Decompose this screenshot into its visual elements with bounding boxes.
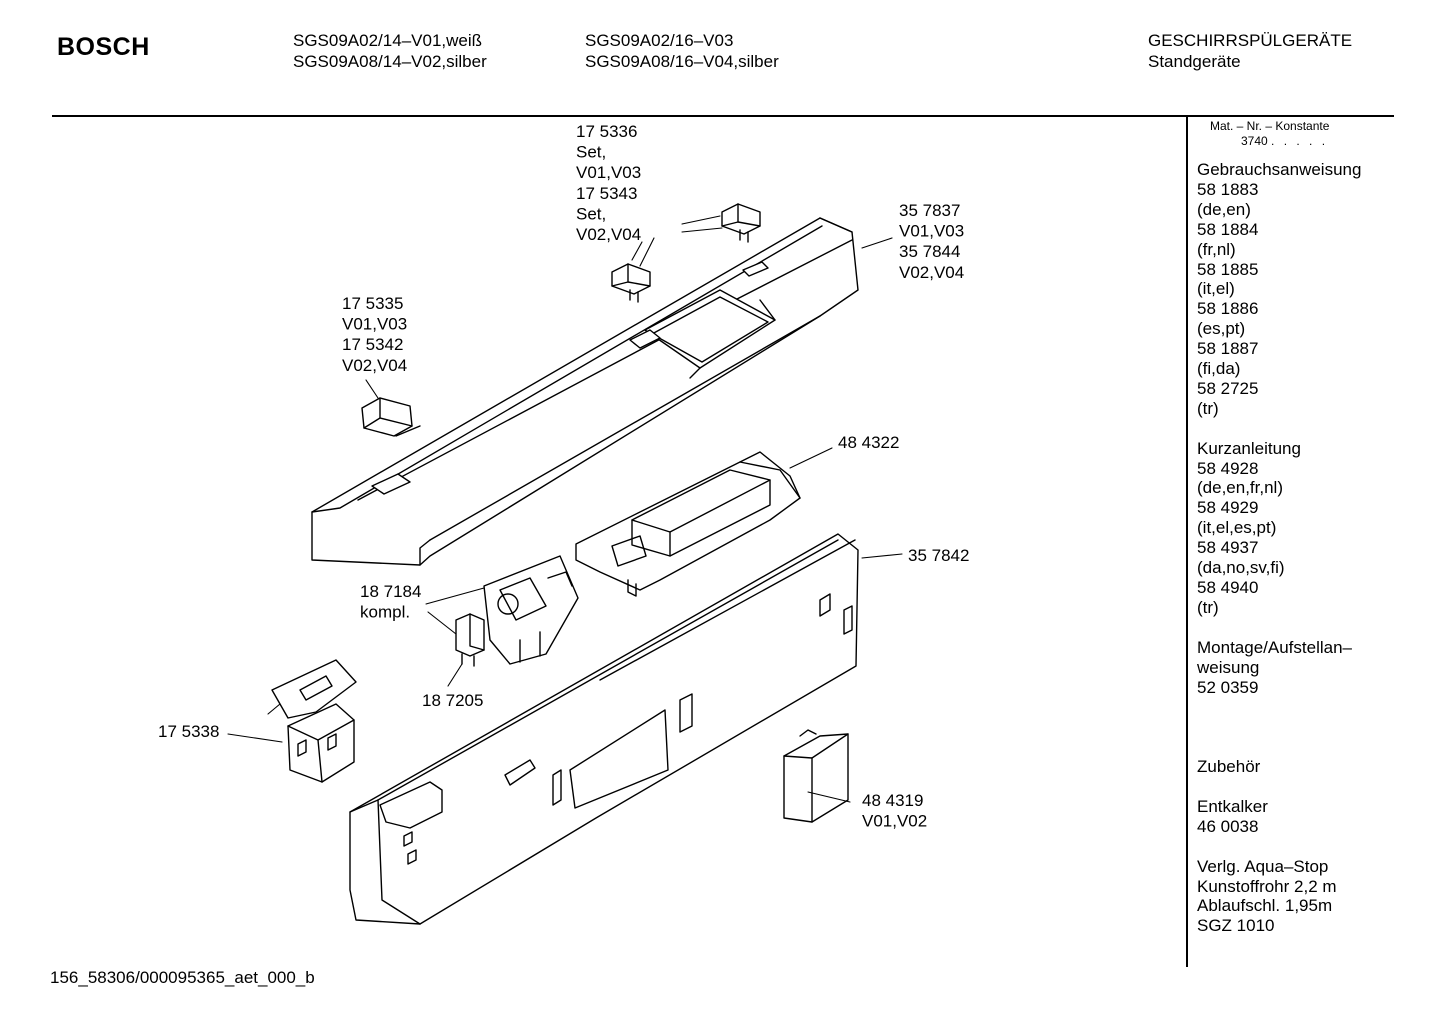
sidebar-line: (fr,nl) [1197, 239, 1236, 259]
model-item: SGS09A02/16–V03 [585, 31, 734, 50]
sidebar-divider [1186, 116, 1188, 967]
knob-set-part [611, 203, 761, 303]
sidebar-line: 46 0038 [1197, 816, 1259, 836]
label-line: 48 4319 [862, 791, 923, 810]
category-line: GESCHIRRSPÜLGERÄTE [1148, 31, 1353, 50]
sidebar-line: 58 1886 [1197, 299, 1259, 319]
sidebar-line: (tr) [1197, 398, 1219, 418]
sidebar-list: Gebrauchsanweisung 58 1883 (de,en) 58 18… [1197, 160, 1387, 956]
label-line: 17 5335 [342, 294, 403, 313]
header-divider [52, 115, 1394, 117]
label-line: V01,V03 [342, 315, 407, 334]
sidebar-line: (da,no,sv,fi) [1197, 558, 1285, 578]
sidebar-line: Zubehör [1197, 757, 1261, 777]
relay-17-5338-part [271, 659, 357, 783]
sidebar-line: 58 1884 [1197, 219, 1259, 239]
sidebar-line: 58 2725 [1197, 378, 1259, 398]
model-list-2: SGS09A02/16–V03 SGS09A08/16–V04,silber [585, 30, 779, 72]
sidebar-group-manual: Gebrauchsanweisung 58 1883 (de,en) 58 18… [1197, 160, 1387, 419]
sidebar-group-aquastop: Verlg. Aqua–Stop Kunstoffrohr 2,2 m Abla… [1197, 857, 1387, 937]
category-line: Standgeräte [1148, 52, 1241, 71]
exploded-parts-drawing: 17 5336 Set, V01,V03 17 5343 Set, V02,V0… [158, 122, 969, 925]
sidebar-line: SGZ 1010 [1197, 916, 1275, 936]
sidebar-group-spacer [1197, 717, 1387, 737]
sidebar-group-descaler: Entkalker 46 0038 [1197, 797, 1387, 837]
sidebar-line [1197, 717, 1387, 737]
module-48-4319-part [783, 729, 849, 823]
sidebar-line: 58 4940 [1197, 578, 1259, 598]
label-line: kompl. [360, 603, 410, 622]
mat-value: 3740 [1241, 134, 1268, 148]
label-line: Set, [576, 143, 606, 162]
model-list-1: SGS09A02/14–V01,weiß SGS09A08/14–V02,sil… [293, 30, 487, 72]
label-switch-small: 18 7205 [422, 691, 483, 710]
sidebar-line: Verlg. Aqua–Stop [1197, 856, 1329, 876]
sidebar-line: 58 1887 [1197, 339, 1259, 359]
switch-18-7205-part [455, 613, 485, 667]
housing-35-7842-part [349, 533, 859, 925]
sidebar-line: Montage/Aufstellan– [1197, 637, 1352, 657]
module-48-4322-part [575, 451, 801, 597]
button-part [361, 397, 421, 437]
category-title: GESCHIRRSPÜLGERÄTE Standgeräte [1148, 30, 1352, 72]
mat-header: Mat. – Nr. – Konstante [1210, 119, 1330, 133]
sidebar-line: (tr) [1197, 597, 1219, 617]
sidebar-group-accessories: Zubehör [1197, 757, 1387, 777]
sidebar-line: Entkalker [1197, 796, 1268, 816]
label-line: 17 5342 [342, 335, 403, 354]
label-module-48-4319: 48 4319 V01,V02 [862, 791, 928, 831]
label-knob-set: 17 5336 Set, V01,V03 17 5343 Set, V02,V0… [576, 122, 646, 244]
label-housing: 35 7842 [908, 546, 969, 565]
label-button: 17 5335 V01,V03 17 5342 V02,V04 [342, 294, 412, 375]
part-labels: 17 5336 Set, V01,V03 17 5343 Set, V02,V0… [158, 122, 969, 831]
label-line: V01,V03 [576, 163, 641, 182]
sidebar-group-quickguide: Kurzanleitung 58 4928 (de,en,fr,nl) 58 4… [1197, 439, 1387, 618]
sidebar-line: 58 4929 [1197, 498, 1259, 518]
label-line: 18 7184 [360, 582, 421, 601]
label-line: 35 7844 [899, 242, 960, 261]
model-item: SGS09A08/16–V04,silber [585, 52, 779, 71]
sidebar-line: 58 1883 [1197, 179, 1259, 199]
label-relay: 17 5338 [158, 722, 219, 741]
sidebar-line: 58 4928 [1197, 458, 1259, 478]
label-line: 35 7837 [899, 201, 960, 220]
sidebar-line: (it,el) [1197, 279, 1235, 299]
leader-lines [227, 215, 903, 803]
label-line: 17 5343 [576, 184, 637, 203]
label-line: Set, [576, 204, 606, 223]
label-switch: 18 7184 kompl. [360, 582, 426, 622]
sidebar-line: Gebrauchsanweisung [1197, 160, 1362, 179]
label-line: V02,V04 [342, 356, 407, 375]
sidebar-line: (de,en,fr,nl) [1197, 478, 1283, 498]
sidebar-line: Ablaufschl. 1,95m [1197, 896, 1333, 916]
sidebar-line: (fi,da) [1197, 359, 1241, 379]
switch-18-7184-part [483, 555, 579, 665]
brand-logo: BOSCH [57, 33, 150, 61]
sidebar-line: (de,en) [1197, 199, 1251, 219]
label-module-48-4322: 48 4322 [838, 433, 899, 452]
label-line: V01,V02 [862, 812, 927, 831]
sidebar-line: 58 4937 [1197, 538, 1259, 558]
sidebar-group-installation: Montage/Aufstellan– weisung 52 0359 [1197, 638, 1387, 698]
sidebar-line: Kunstoffrohr 2,2 m [1197, 876, 1337, 896]
sidebar-line: 58 1885 [1197, 259, 1259, 279]
sidebar-line: 52 0359 [1197, 677, 1259, 697]
mat-number-block: Mat. – Nr. – Konstante 3740 . . . . . [1210, 119, 1329, 149]
model-item: SGS09A08/14–V02,silber [293, 52, 487, 71]
model-item: SGS09A02/14–V01,weiß [293, 31, 483, 50]
label-line: V01,V03 [899, 222, 964, 241]
label-line: 17 5336 [576, 122, 637, 141]
label-line: V02,V04 [576, 225, 641, 244]
label-panel: 35 7837 V01,V03 35 7844 V02,V04 [899, 201, 969, 282]
drawing-code: 156_58306/000095365_aet_000_b [50, 968, 315, 987]
sidebar-line: Kurzanleitung [1197, 438, 1301, 458]
sidebar-line: weisung [1197, 657, 1260, 677]
sidebar-line: (it,el,es,pt) [1197, 518, 1277, 538]
label-line: V02,V04 [899, 263, 964, 282]
sidebar-line: (es,pt) [1197, 319, 1246, 339]
mat-dots: . . . . . [1271, 134, 1329, 148]
control-panel-part [311, 217, 859, 566]
